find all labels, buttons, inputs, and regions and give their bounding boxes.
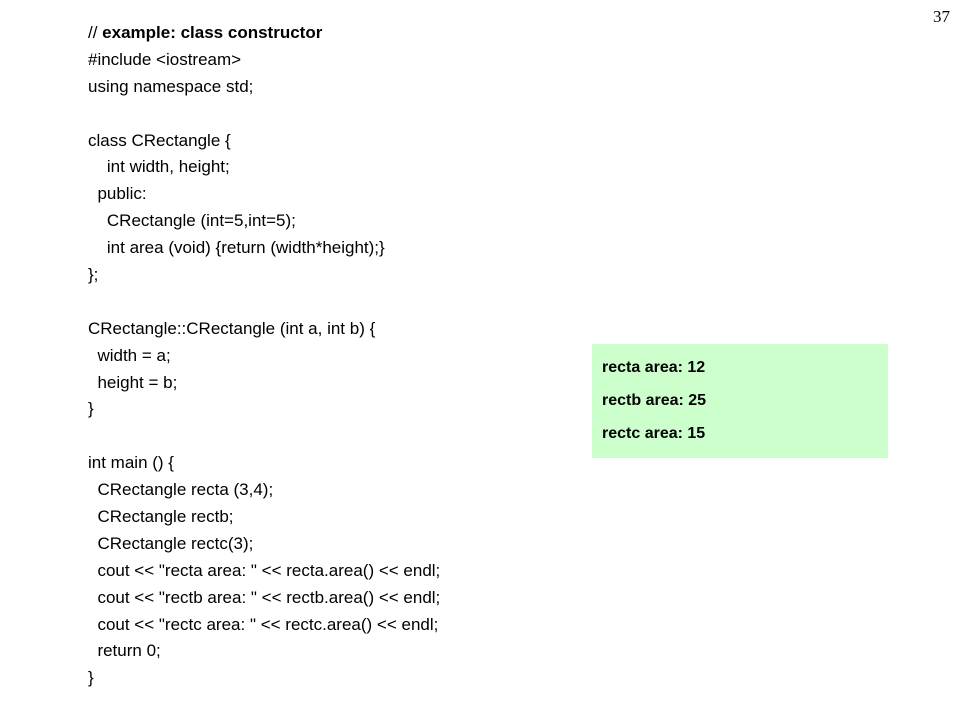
code-line: width = a; bbox=[88, 345, 171, 365]
code-line: cout << "recta area: " << recta.area() <… bbox=[88, 560, 441, 580]
code-line: class CRectangle { bbox=[88, 130, 231, 150]
comment-prefix: // bbox=[88, 23, 103, 42]
code-line: CRectangle rectc(3); bbox=[88, 533, 254, 553]
code-comment-line: // example: class constructor bbox=[88, 20, 440, 47]
program-output-box: recta area: 12 rectb area: 25 rectc area… bbox=[592, 344, 888, 458]
code-line: return 0; bbox=[88, 641, 161, 661]
code-line: int area (void) {return (width*height);} bbox=[88, 238, 385, 258]
output-line: rectc area: 15 bbox=[602, 425, 706, 442]
code-line: CRectangle recta (3,4); bbox=[88, 480, 274, 500]
code-line: CRectangle rectb; bbox=[88, 507, 234, 527]
code-line: CRectangle::CRectangle (int a, int b) { bbox=[88, 318, 376, 338]
output-line: rectb area: 25 bbox=[602, 392, 707, 409]
code-listing: // example: class constructor #include <… bbox=[88, 20, 440, 692]
code-line: }; bbox=[88, 265, 99, 285]
code-line: height = b; bbox=[88, 372, 178, 392]
code-line: public: bbox=[88, 184, 147, 204]
code-line bbox=[88, 101, 440, 128]
code-line bbox=[88, 423, 440, 450]
code-line: cout << "rectb area: " << rectb.area() <… bbox=[88, 587, 441, 607]
code-line: int main () { bbox=[88, 453, 174, 473]
code-line: } bbox=[88, 668, 94, 688]
code-line: using namespace std; bbox=[88, 76, 254, 96]
page-number: 37 bbox=[933, 7, 950, 26]
code-line: int width, height; bbox=[88, 157, 230, 177]
code-line: #include <iostream> bbox=[88, 49, 242, 69]
output-line: recta area: 12 bbox=[602, 359, 706, 376]
code-line: } bbox=[88, 399, 94, 419]
comment-title: example: class constructor bbox=[102, 23, 323, 42]
code-line: CRectangle (int=5,int=5); bbox=[88, 211, 296, 231]
code-line bbox=[88, 289, 440, 316]
code-line: cout << "rectc area: " << rectc.area() <… bbox=[88, 614, 439, 634]
